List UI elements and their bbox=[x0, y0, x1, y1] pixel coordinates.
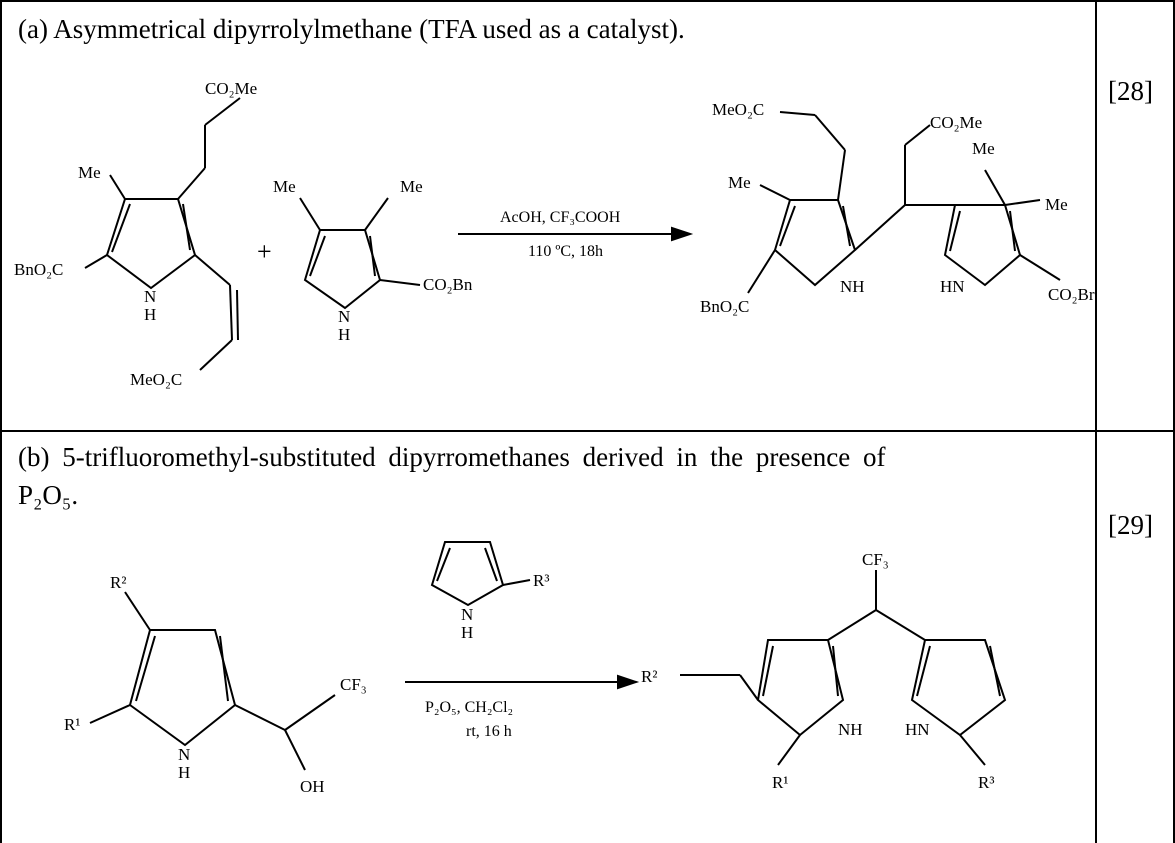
row-b-reference: [29] bbox=[1108, 510, 1153, 540]
product-a-me-left: Me bbox=[728, 173, 751, 192]
reactant-2-pyrrole bbox=[299, 197, 421, 310]
product-b-nh: NH bbox=[838, 720, 863, 739]
reactant-2-n: N bbox=[338, 307, 350, 326]
reactant-2-me-left: Me bbox=[273, 177, 296, 196]
reaction-a-arrowhead bbox=[671, 226, 694, 242]
product-b-r1: R¹ bbox=[772, 773, 788, 792]
product-a-meo2c: MeO₂C bbox=[712, 100, 764, 119]
reactant-b-r1: R¹ bbox=[64, 715, 80, 734]
reactant-b-h: H bbox=[178, 763, 190, 782]
product-b-cf3: CF₃ bbox=[862, 550, 889, 569]
reactant-1-me: Me bbox=[78, 163, 101, 182]
row-a-scheme: CO₂Me Me BnO₂C N H MeO₂C + Me Me CO₂Bn N… bbox=[14, 79, 1095, 389]
reaction-a-conditions-top: AcOH, CF₃COOH bbox=[500, 209, 621, 226]
reaction-b-conditions-top: P₂O₅, CH₂Cl₂ bbox=[425, 699, 513, 716]
reagent-pyrrole bbox=[430, 541, 531, 607]
product-a-me-top: Me bbox=[972, 139, 995, 158]
reactant-1-bno2c: BnO₂C bbox=[14, 260, 63, 279]
product-b-r2: R² bbox=[641, 667, 657, 686]
table-border-middle bbox=[1095, 0, 1097, 843]
table-border-right bbox=[1173, 0, 1175, 843]
reagent-r3: R³ bbox=[533, 571, 549, 590]
reactant-1-pyrrole bbox=[84, 97, 241, 371]
row-b-caption-line1: (b) 5-trifluoromethyl-substituted dipyrr… bbox=[18, 442, 886, 472]
product-a-bno2c: BnO₂C bbox=[700, 297, 749, 316]
reagent-n: N bbox=[461, 605, 473, 624]
product-a-structure bbox=[747, 111, 1061, 294]
reactant-1-n: N bbox=[144, 287, 156, 306]
reaction-b-conditions-bottom: rt, 16 h bbox=[466, 723, 512, 740]
table-border-top bbox=[0, 0, 1175, 2]
product-a-co2me: CO₂Me bbox=[930, 113, 982, 132]
product-a-me-right: Me bbox=[1045, 195, 1068, 214]
reactant-b-oh: OH bbox=[300, 777, 325, 796]
reactant-2-me-right: Me bbox=[400, 177, 423, 196]
reactant-b-pyrrole bbox=[89, 591, 336, 771]
reactant-1-co2me: CO₂Me bbox=[205, 79, 257, 98]
reactant-1-meo2c: MeO₂C bbox=[130, 370, 182, 389]
reactant-2-co2bn: CO₂Bn bbox=[423, 275, 473, 294]
product-b-hn: HN bbox=[905, 720, 930, 739]
reactant-1-h: H bbox=[144, 305, 156, 324]
reaction-b-arrowhead bbox=[617, 674, 640, 690]
reactant-b-r2: R² bbox=[110, 573, 126, 592]
product-a-co2br: CO₂Br bbox=[1048, 285, 1095, 304]
product-b-structure bbox=[680, 570, 1007, 766]
row-a-reference: [28] bbox=[1108, 76, 1153, 106]
table-border-left bbox=[0, 0, 2, 843]
row-a-caption: (a) Asymmetrical dipyrrolylmethane (TFA … bbox=[18, 14, 685, 44]
reaction-a-conditions-bottom: 110 ºC, 18h bbox=[528, 243, 603, 260]
reactant-2-h: H bbox=[338, 325, 350, 344]
product-b-r3: R³ bbox=[978, 773, 994, 792]
row-b-scheme: R² R¹ N H CF₃ OH N H R³ P₂O₅, CH₂Cl₂ rt,… bbox=[64, 541, 1007, 796]
reagent-h: H bbox=[461, 623, 473, 642]
row-b-caption-line2: P₂O₅. bbox=[18, 480, 79, 510]
row-divider bbox=[0, 430, 1175, 432]
reactant-b-cf3: CF₃ bbox=[340, 675, 367, 694]
product-a-nh: NH bbox=[840, 277, 865, 296]
product-a-hn: HN bbox=[940, 277, 965, 296]
plus-sign: + bbox=[257, 237, 272, 266]
reactant-b-n: N bbox=[178, 745, 190, 764]
